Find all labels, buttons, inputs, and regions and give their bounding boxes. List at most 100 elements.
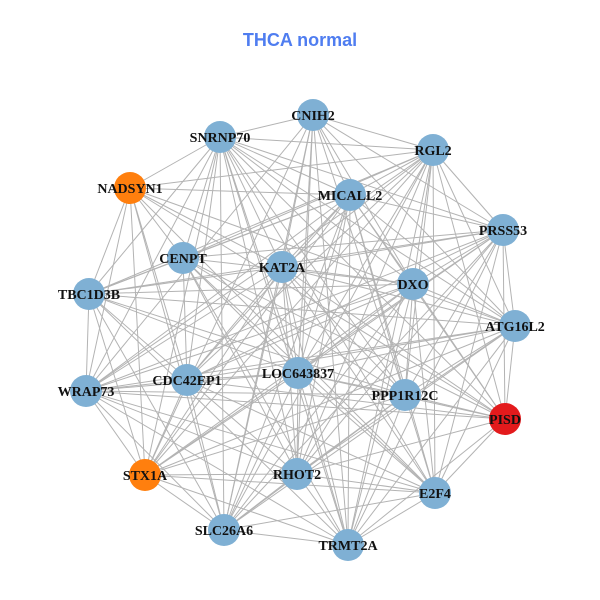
node-circle[interactable] [419, 477, 451, 509]
node-circle[interactable] [281, 458, 313, 490]
edge [219, 136, 434, 151]
edge [296, 372, 299, 475]
edge [88, 293, 299, 374]
node-ppp1r12c[interactable]: PPP1R12C [372, 379, 439, 411]
node-label: E2F4 [419, 487, 451, 502]
edge [219, 136, 349, 546]
node-label: PRSS53 [479, 224, 527, 239]
edge [129, 187, 516, 327]
edge [182, 257, 349, 546]
node-pisd[interactable]: PISD [489, 403, 521, 435]
edge [219, 136, 504, 231]
node-snrnp70[interactable]: SNRNP70 [190, 121, 251, 153]
node-rhot2[interactable]: RHOT2 [273, 458, 321, 490]
edge [186, 379, 436, 494]
edge [144, 266, 283, 476]
node-label: KAT2A [259, 261, 306, 276]
node-circle[interactable] [129, 459, 161, 491]
node-circle[interactable] [334, 179, 366, 211]
edge [349, 194, 504, 231]
edge [85, 379, 188, 392]
edge [223, 394, 406, 531]
edge [312, 114, 504, 231]
node-circle[interactable] [332, 529, 364, 561]
node-label: WRAP73 [58, 385, 115, 400]
node-circle[interactable] [297, 99, 329, 131]
edge [144, 379, 188, 476]
node-circle[interactable] [397, 268, 429, 300]
node-circle[interactable] [114, 172, 146, 204]
edge [297, 372, 436, 494]
edge [129, 149, 434, 189]
node-label: DXO [397, 278, 428, 293]
node-wrap73[interactable]: WRAP73 [58, 375, 115, 407]
edge [223, 149, 434, 531]
edge [412, 283, 516, 327]
node-circle[interactable] [171, 364, 203, 396]
edge [223, 492, 436, 531]
node-slc26a6[interactable]: SLC26A6 [195, 514, 253, 546]
node-e2f4[interactable]: E2F4 [419, 477, 451, 509]
node-circle[interactable] [208, 514, 240, 546]
edge [88, 187, 131, 295]
edge [223, 529, 349, 546]
edge [219, 136, 516, 327]
edge [281, 266, 406, 396]
node-nadsyn1[interactable]: NADSYN1 [97, 172, 163, 204]
node-tbc1d3b[interactable]: TBC1D3B [58, 278, 120, 310]
node-circle[interactable] [70, 375, 102, 407]
edge [219, 136, 406, 396]
edge [144, 474, 225, 531]
edge [85, 229, 504, 392]
node-cdc42ep1[interactable]: CDC42EP1 [152, 364, 222, 396]
node-circle[interactable] [417, 134, 449, 166]
node-circle[interactable] [487, 214, 519, 246]
node-label: CNIH2 [291, 109, 335, 124]
edge [85, 390, 349, 546]
edge [88, 136, 221, 295]
node-circle[interactable] [489, 403, 521, 435]
edge [182, 257, 188, 381]
node-trmt2a[interactable]: TRMT2A [318, 529, 378, 561]
node-micall2[interactable]: MICALL2 [318, 179, 383, 211]
edge [223, 325, 516, 531]
edge [349, 194, 436, 494]
node-prss53[interactable]: PRSS53 [479, 214, 527, 246]
edges-layer [85, 114, 516, 546]
edge [412, 149, 434, 285]
node-circle[interactable] [282, 357, 314, 389]
node-label: MICALL2 [318, 189, 383, 204]
node-circle[interactable] [204, 121, 236, 153]
node-dxo[interactable]: DXO [397, 268, 429, 300]
node-kat2a[interactable]: KAT2A [259, 251, 306, 283]
node-circle[interactable] [167, 242, 199, 274]
node-circle[interactable] [73, 278, 105, 310]
edge [129, 187, 351, 196]
edge [297, 325, 516, 374]
edge [349, 194, 516, 327]
node-circle[interactable] [266, 251, 298, 283]
edge [186, 379, 225, 531]
edge [219, 136, 298, 475]
node-cenpt[interactable]: CENPT [159, 242, 207, 274]
edge [129, 136, 221, 189]
edge [186, 266, 283, 381]
node-circle[interactable] [499, 310, 531, 342]
node-loc643837[interactable]: LOC643837 [262, 357, 334, 389]
edge [296, 194, 351, 475]
node-label: ATG16L2 [485, 320, 545, 335]
node-stx1a[interactable]: STX1A [123, 459, 168, 491]
node-atg16l2[interactable]: ATG16L2 [485, 310, 545, 342]
node-label: STX1A [123, 469, 168, 484]
node-label: SLC26A6 [195, 524, 253, 539]
node-cnih2[interactable]: CNIH2 [291, 99, 335, 131]
node-circle[interactable] [389, 379, 421, 411]
node-rgl2[interactable]: RGL2 [414, 134, 452, 166]
node-label: PISD [489, 413, 521, 428]
edge [312, 114, 349, 546]
edge [88, 283, 414, 295]
edge [85, 293, 90, 392]
edge [144, 474, 349, 546]
edge [85, 266, 283, 392]
